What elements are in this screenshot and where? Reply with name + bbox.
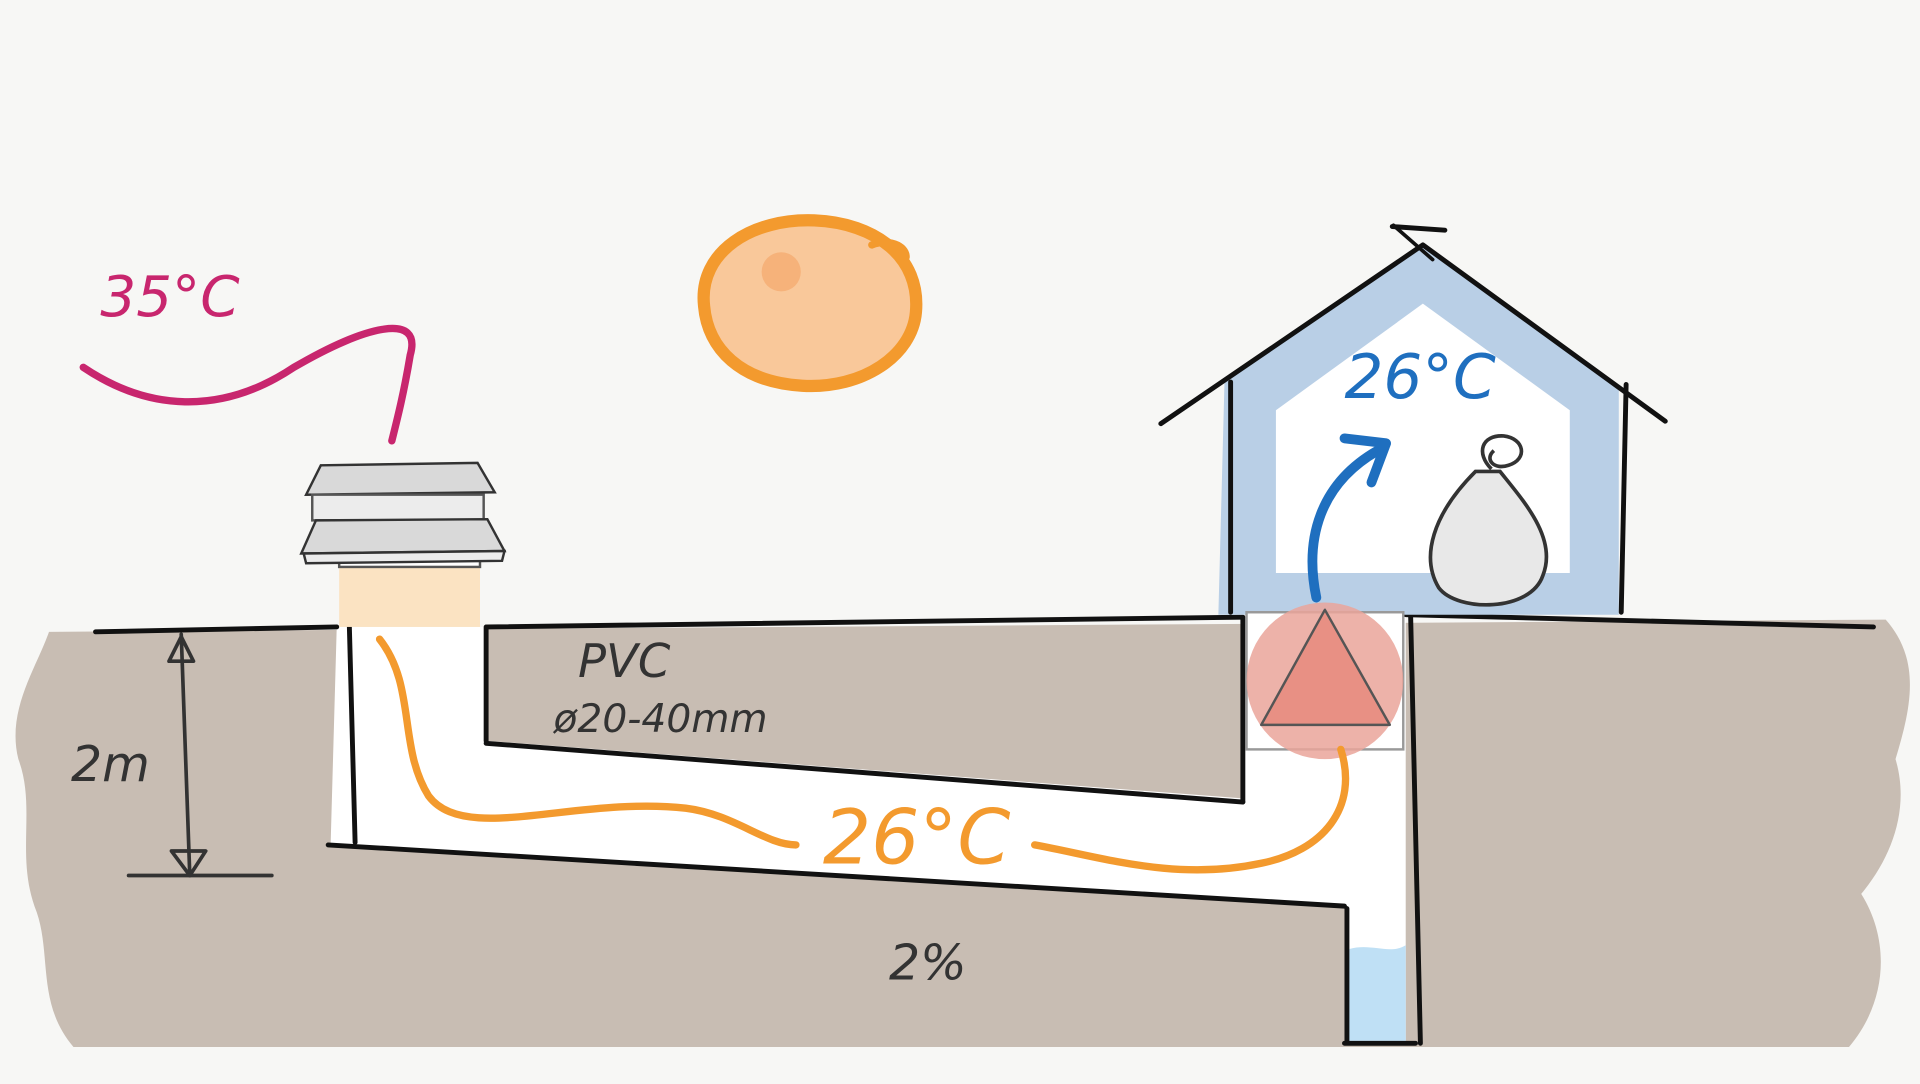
pipe-temperature-label: 26°C bbox=[823, 793, 1011, 881]
air-tube bbox=[330, 612, 1406, 1041]
tube-wall-riser-right bbox=[1408, 612, 1423, 1046]
ground-surface-right bbox=[1403, 612, 1876, 630]
tube-wall-bottom bbox=[325, 842, 1347, 909]
rain-cap-icon bbox=[299, 461, 507, 627]
water-sump bbox=[1346, 945, 1406, 1041]
sun-icon bbox=[697, 214, 923, 393]
outdoor-temperature-label: 35°C bbox=[100, 265, 240, 330]
ground-surface-mid bbox=[484, 614, 1246, 630]
roof bbox=[1158, 242, 1668, 427]
depth-dimension bbox=[126, 632, 274, 878]
house: 26°C bbox=[1158, 223, 1668, 615]
fan-icon bbox=[1245, 602, 1405, 760]
depth-label: 2m bbox=[71, 736, 150, 793]
tube-wall-intake-left bbox=[346, 609, 358, 845]
pipe-diameter-label: ø20-40mm bbox=[552, 697, 767, 742]
slope-label: 2% bbox=[889, 935, 967, 992]
indoor-temperature-label: 26°C bbox=[1344, 342, 1496, 413]
ground-surface-left bbox=[93, 624, 340, 635]
pipe-material-label: PVC bbox=[578, 634, 671, 688]
pipe-air-flow bbox=[375, 635, 1350, 874]
tube-wall-top bbox=[483, 740, 1246, 805]
person-icon bbox=[1428, 434, 1549, 607]
outdoor-air-wave bbox=[79, 324, 416, 445]
indoor-air-arrow bbox=[1307, 445, 1383, 603]
